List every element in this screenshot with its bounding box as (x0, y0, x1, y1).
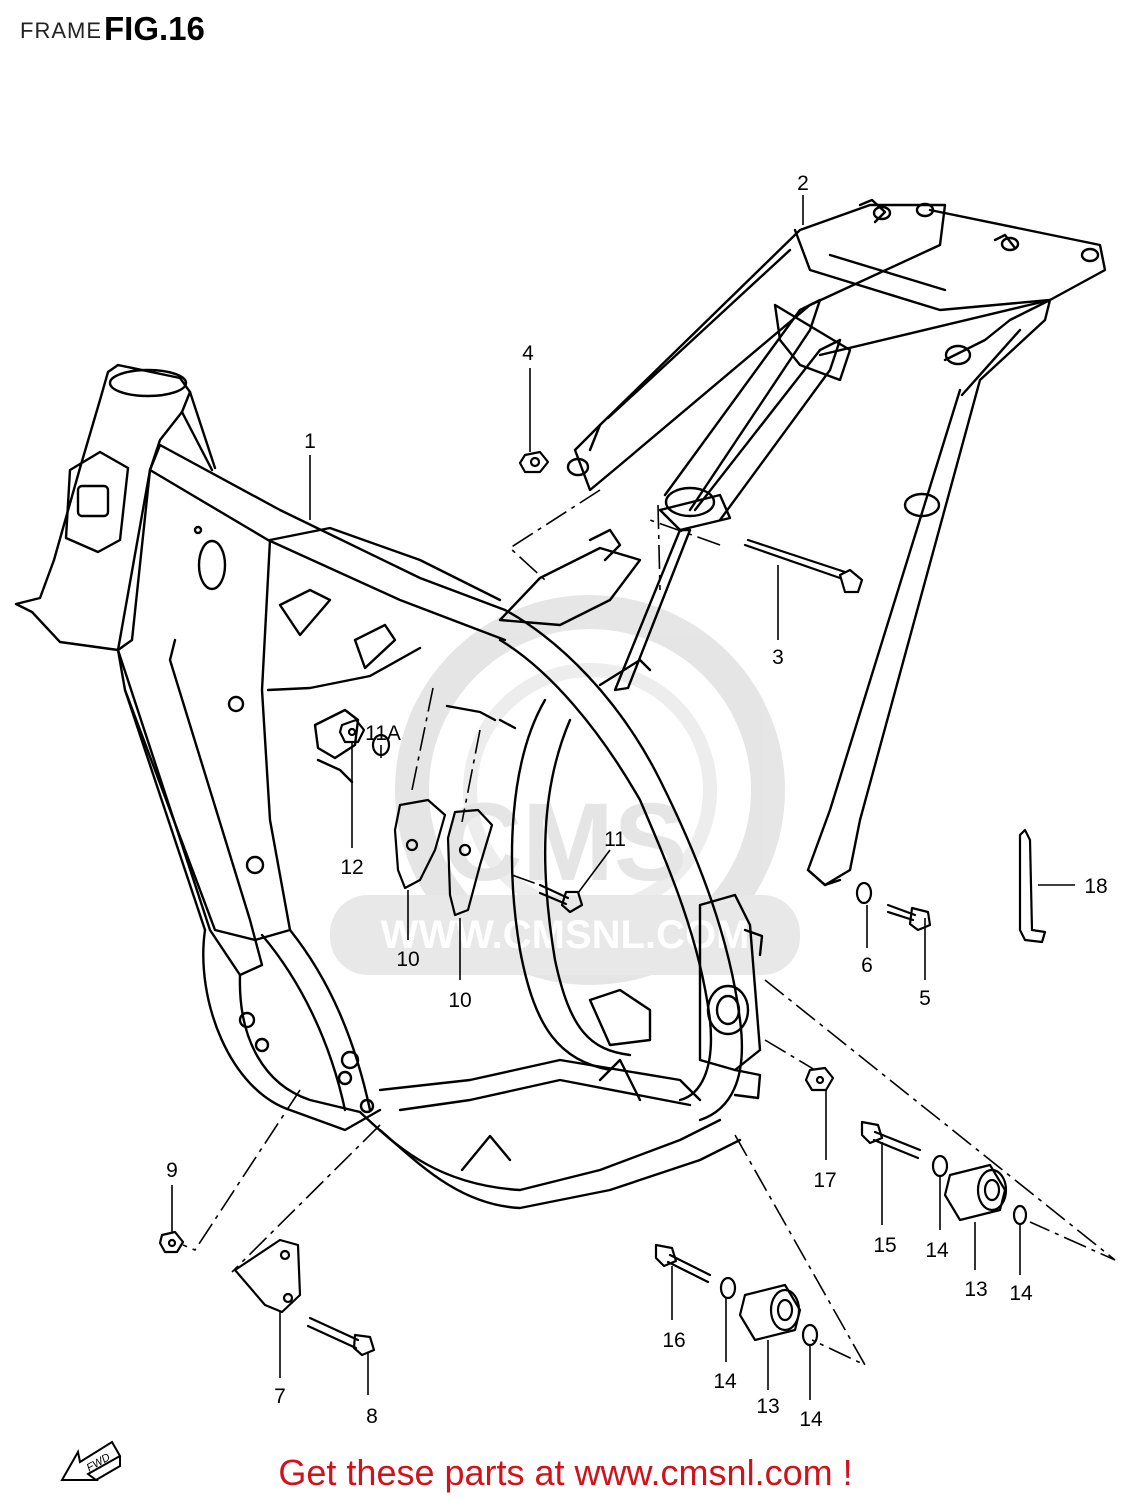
callout-18: 18 (1084, 875, 1107, 898)
bushing-part-13b (738, 1283, 802, 1342)
callout-10-upper: 10 (396, 948, 419, 971)
callout-4: 4 (522, 342, 534, 365)
nut-part-12 (338, 718, 366, 744)
callout-13-upper: 13 (964, 1278, 987, 1301)
bracket-part-7 (233, 1238, 302, 1314)
cms-watermark-logo: CMS WWW.CMSNL.COM (330, 595, 800, 985)
section-title: FRAME (20, 18, 102, 43)
callout-7: 7 (274, 1385, 286, 1408)
callout-11: 11 (604, 828, 626, 851)
bolt-part-8 (308, 1316, 360, 1342)
figure-number: FIG.16 (104, 10, 205, 47)
bolt-part-15 (873, 1130, 922, 1152)
callout-8: 8 (366, 1405, 378, 1428)
watermark-brand: CMS (443, 781, 687, 904)
callout-14-a: 14 (925, 1239, 949, 1262)
callout-17: 17 (813, 1169, 836, 1192)
nut-part-4 (518, 450, 550, 474)
callout-3: 3 (772, 646, 784, 669)
leader-lines (171, 195, 1075, 1400)
bolt-part-3 (743, 543, 842, 580)
callout-14-b: 14 (1009, 1282, 1033, 1305)
callout-5: 5 (919, 987, 931, 1010)
bolt-part-11 (538, 883, 570, 900)
callout-1: 1 (304, 430, 316, 453)
cmsnl-parts-link[interactable]: Get these parts at www.cmsnl.com ! (278, 1452, 853, 1493)
callout-16: 16 (662, 1329, 685, 1352)
rear-subframe-part-2 (566, 198, 1107, 887)
nut-part-17 (804, 1066, 835, 1092)
hardware-parts (158, 450, 1047, 1357)
callout-12: 12 (340, 856, 363, 879)
callout-14-d: 14 (799, 1408, 823, 1431)
assembly-lines (182, 489, 1116, 1367)
main-frame-part-1 (14, 363, 764, 1210)
callout-13-lower: 13 (756, 1395, 779, 1418)
bushing-part-13a (943, 1163, 1007, 1222)
watermark-url: WWW.CMSNL.COM (381, 913, 750, 957)
callout-15: 15 (873, 1234, 896, 1257)
nut-part-9 (158, 1230, 185, 1254)
bracket-part-18 (1018, 828, 1047, 944)
callout-9: 9 (166, 1159, 178, 1182)
callout-14-c: 14 (713, 1370, 737, 1393)
plate-part-10a (393, 798, 447, 890)
callout-11a: 11A (365, 722, 401, 745)
callout-10-lower: 10 (448, 989, 471, 1012)
callout-labels: 1 2 3 4 5 6 7 8 9 10 10 11 11A 12 13 13 … (166, 172, 1108, 1431)
bolt-part-16 (668, 1253, 712, 1277)
callout-6: 6 (861, 954, 873, 977)
callout-2: 2 (797, 172, 809, 195)
